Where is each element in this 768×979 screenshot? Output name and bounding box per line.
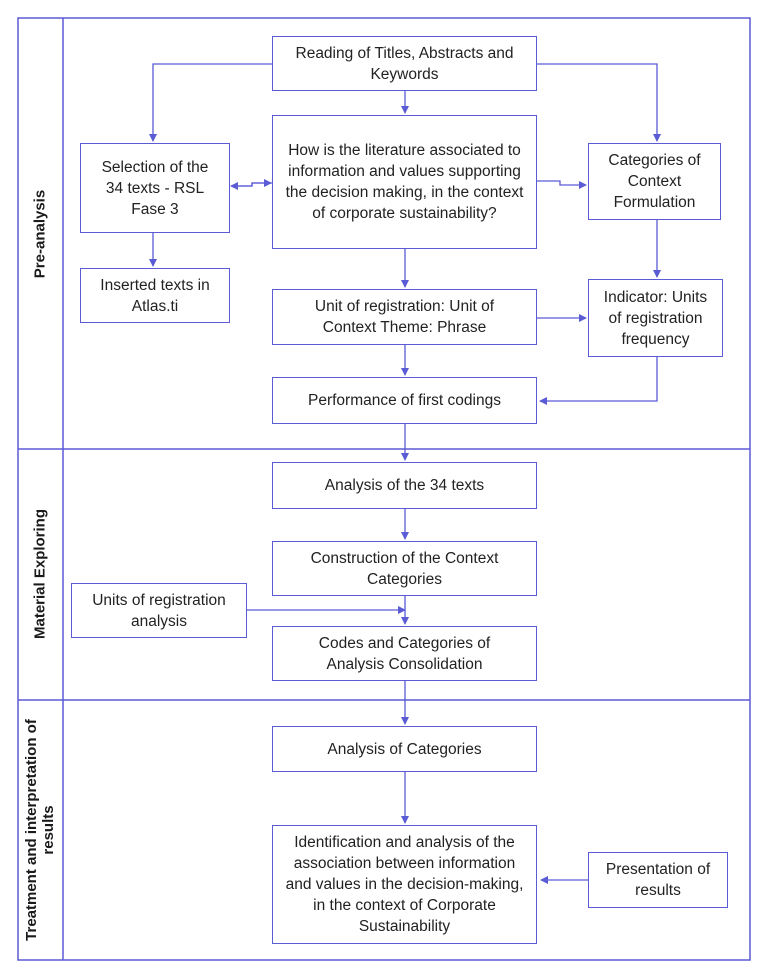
- outer-frame: [17, 17, 751, 961]
- lane-label-treatment-line1: Treatment and interpretation of: [23, 719, 40, 941]
- unit-registration-box: Unit of registration: Unit of Context Th…: [272, 289, 537, 345]
- connector-question-categories: [537, 180, 587, 189]
- reading-box: Reading of Titles, Abstracts and Keyword…: [272, 36, 537, 91]
- indicator-box: Indicator: Units of registration frequen…: [588, 279, 723, 357]
- inserted-texts-box: Inserted texts in Atlas.ti: [80, 268, 230, 323]
- construction-box: Construction of the Context Categories: [272, 541, 537, 596]
- analysis-34-box: Analysis of the 34 texts: [272, 462, 537, 509]
- units-analysis-box: Units of registration analysis: [71, 583, 247, 638]
- connector-selection-question: [231, 179, 272, 187]
- lane-label-treatment: Treatment and interpretation of results: [23, 719, 57, 941]
- codes-consolidation-box: Codes and Categories of Analysis Consoli…: [272, 626, 537, 681]
- question-box: How is the literature associated to info…: [272, 115, 537, 249]
- connector-indicator-codings: [539, 357, 658, 405]
- first-codings-box: Performance of first codings: [272, 377, 537, 424]
- lane-label-material-exploring: Material Exploring: [31, 508, 49, 640]
- selection-box: Selection of the 34 texts - RSL Fase 3: [80, 143, 230, 233]
- analysis-categories-box: Analysis of Categories: [272, 726, 537, 772]
- presentation-box: Presentation of results: [588, 852, 728, 908]
- lane-label-pre-analysis: Pre-analysis: [31, 189, 49, 279]
- lane-label-treatment-line2: results: [40, 805, 57, 855]
- categories-context-box: Categories of Context Formulation: [588, 143, 721, 220]
- connector-reading-selection: [149, 63, 272, 142]
- identification-box: Identification and analysis of the assoc…: [272, 825, 537, 944]
- connector-reading-categories: [537, 63, 661, 142]
